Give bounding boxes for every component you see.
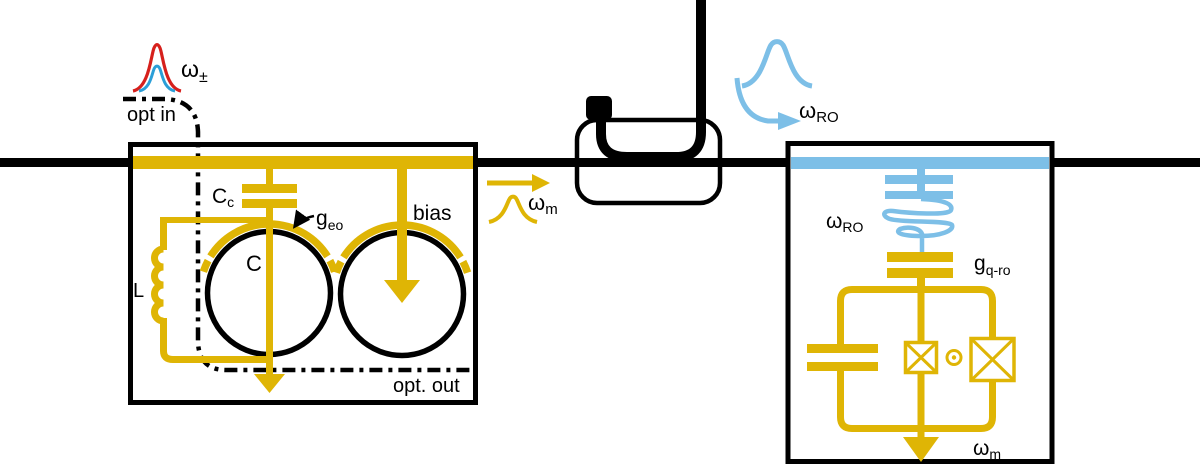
readout-output-spectrum (734, 39, 813, 130)
omega-m-arrowhead (532, 174, 550, 192)
qubit-ground-arrowhead (903, 437, 939, 462)
geo-pointer-arrow (292, 209, 315, 229)
resonator-stub-top (917, 169, 925, 176)
opt-out-label: opt. out (393, 375, 460, 397)
coupling-cap-stub (266, 169, 273, 185)
jj-cross (904, 341, 938, 374)
shunt-cap-plate-top (807, 344, 878, 353)
microwave-output (487, 174, 550, 224)
readout-peak (741, 39, 813, 89)
qr-cap-plate-top (887, 252, 953, 262)
microwave-bus (133, 156, 473, 169)
flux-symbol (945, 349, 963, 366)
center-conductor (266, 208, 273, 377)
readout-freq-label: ωRO (799, 98, 839, 126)
probe-pad (586, 96, 612, 120)
optical-path (123, 96, 473, 373)
eo-coupling-label: geo (316, 207, 343, 233)
jj-cross (969, 337, 1016, 382)
coupling-cap-label: Cc (212, 185, 234, 210)
opt-in-label: opt in (127, 104, 176, 126)
readout-arrowhead (778, 112, 801, 130)
qr-cap-plate-bottom (887, 268, 953, 278)
shunt-cap-gap (833, 352, 848, 363)
arc-segment (207, 220, 331, 259)
feedline-coupler (574, 0, 723, 206)
shunt-cap-plate-bottom (807, 362, 878, 371)
flux-dot (951, 355, 957, 360)
qr-coupling-label: gq-ro (974, 252, 1011, 278)
optical-freq-label: ω± (181, 56, 208, 86)
coupling-cap-plate-top (242, 184, 297, 193)
inductor-branch-top (160, 217, 273, 223)
inductor-coil (151, 245, 164, 325)
omega-m-peak (488, 194, 538, 224)
josephson-junction-right (969, 336, 1016, 383)
cap-label: C (246, 251, 262, 276)
optical-input-spectrum (132, 43, 182, 93)
bias-arrowhead (384, 280, 420, 303)
arc-segment (340, 221, 464, 260)
readout-arrow-curve (734, 77, 780, 124)
qubit-loop (837, 286, 996, 432)
coupling-cap-plate-bottom (242, 199, 297, 208)
resonator-freq-label: ωRO (826, 210, 864, 235)
bias-label: bias (413, 202, 452, 225)
transducer-box-border (128, 142, 478, 405)
arc-segment (332, 259, 345, 274)
resonator-meander (882, 196, 955, 252)
arc-segment (459, 259, 472, 274)
qubit-freq-label: ωm (973, 437, 1001, 462)
transducer-box (128, 142, 478, 405)
arc-segment (199, 258, 212, 273)
blue-peak-small (138, 64, 176, 93)
readout-box (785, 141, 1055, 464)
resonator-bar-2 (885, 191, 953, 199)
microwave-freq-label: ωm (528, 190, 558, 218)
inductor-branch-lower (160, 318, 272, 363)
readout-box-border (785, 141, 1055, 464)
readout-resonator (882, 169, 955, 252)
resonator-bar-1 (885, 175, 953, 184)
center-conductor-arrowhead (254, 374, 285, 393)
coupler-outline (574, 117, 723, 206)
josephson-junction-left (903, 340, 939, 375)
inductor-label: L (133, 280, 144, 302)
inductor-branch-upper (160, 219, 167, 250)
qr-cap-stub (917, 278, 925, 291)
eo-electrode-arcs (199, 220, 472, 274)
feedline-probe (596, 0, 706, 162)
red-peak (132, 43, 182, 93)
resonator-stub-mid (917, 184, 925, 191)
readout-bus (791, 157, 1049, 169)
